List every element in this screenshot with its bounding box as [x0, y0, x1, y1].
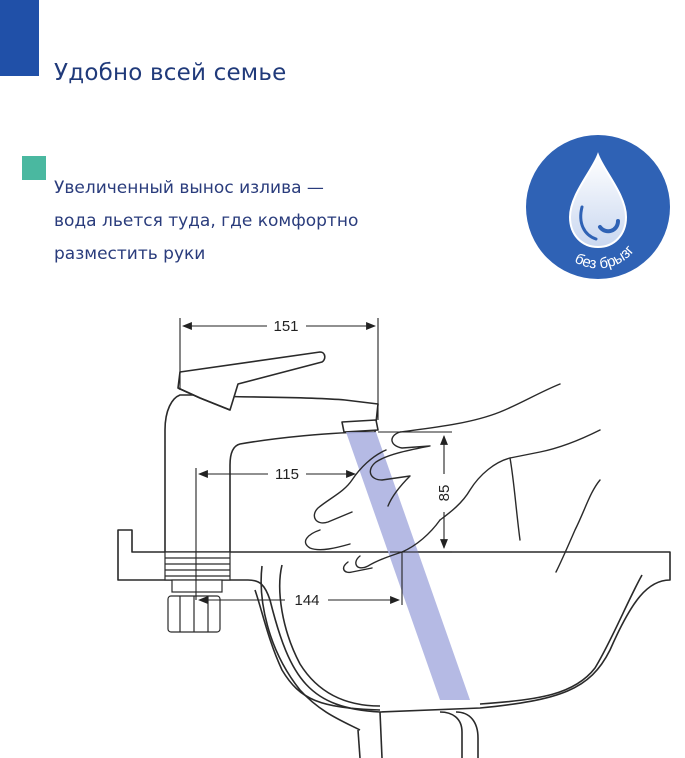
description-line-3: разместить руки: [54, 244, 206, 264]
dimension-lines: [179, 318, 452, 605]
faucet: [164, 351, 379, 553]
threaded-connection: [164, 551, 231, 633]
no-splash-badge: без брызг: [526, 135, 670, 279]
dimension-85: 85: [436, 485, 453, 502]
washbasin: [117, 529, 671, 758]
water-drop-icon: [568, 152, 628, 249]
bullet-square: [22, 156, 46, 180]
faucet-technical-drawing: 151 115 85 144: [117, 318, 671, 758]
accent-bar: [0, 0, 39, 76]
water-stream: [346, 432, 470, 700]
description-line-2: вода льется туда, где комфортно: [54, 211, 359, 231]
page-title: Удобно всей семье: [54, 60, 287, 86]
hands-sketch: [304, 383, 601, 574]
dimension-115: 115: [275, 466, 299, 483]
dimension-151: 151: [273, 318, 298, 335]
description-line-1: Увеличенный вынос излива —: [54, 178, 324, 198]
dimension-144: 144: [294, 592, 319, 609]
feature-description: Увеличенный вынос излива — вода льется т…: [54, 172, 434, 271]
